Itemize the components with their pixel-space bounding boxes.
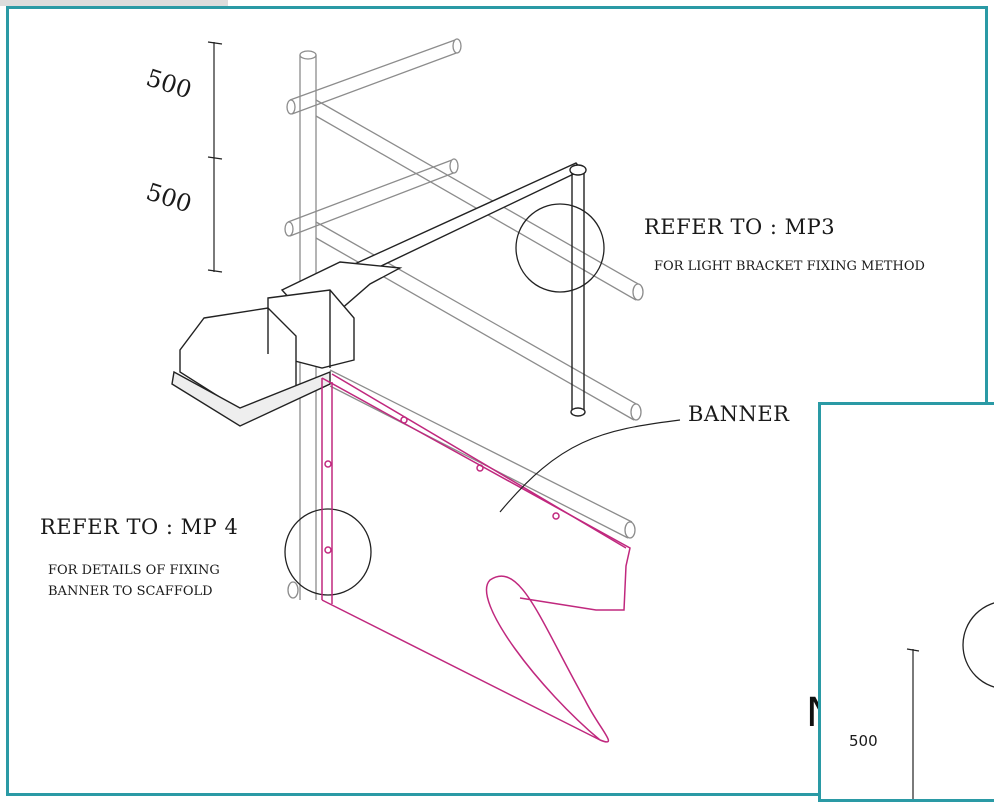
banner-label: BANNER	[688, 402, 790, 426]
overlay-dimension-label: 500	[849, 732, 878, 750]
flood-light	[171, 289, 355, 427]
dimension-line	[207, 41, 223, 273]
ref-mp3-subtitle: FOR LIGHT BRACKET FIXING METHOD	[654, 259, 925, 274]
isometric-drawing	[171, 38, 681, 743]
overlay-drawing-window: 500	[818, 402, 994, 802]
ref-mp4-title: REFER TO : MP 4	[40, 515, 239, 539]
ref-mp4-subtitle-line2: BANNER TO SCAFFOLD	[48, 584, 213, 599]
banner-leader	[499, 419, 681, 513]
tab-stub	[0, 0, 228, 6]
overlay-drawing	[906, 602, 994, 799]
ref-mp3-title: REFER TO : MP3	[644, 215, 836, 239]
banner-outline	[321, 373, 631, 743]
callout-circles	[284, 203, 605, 596]
ref-mp4-subtitle-line1: FOR DETAILS OF FIXING	[48, 563, 220, 578]
